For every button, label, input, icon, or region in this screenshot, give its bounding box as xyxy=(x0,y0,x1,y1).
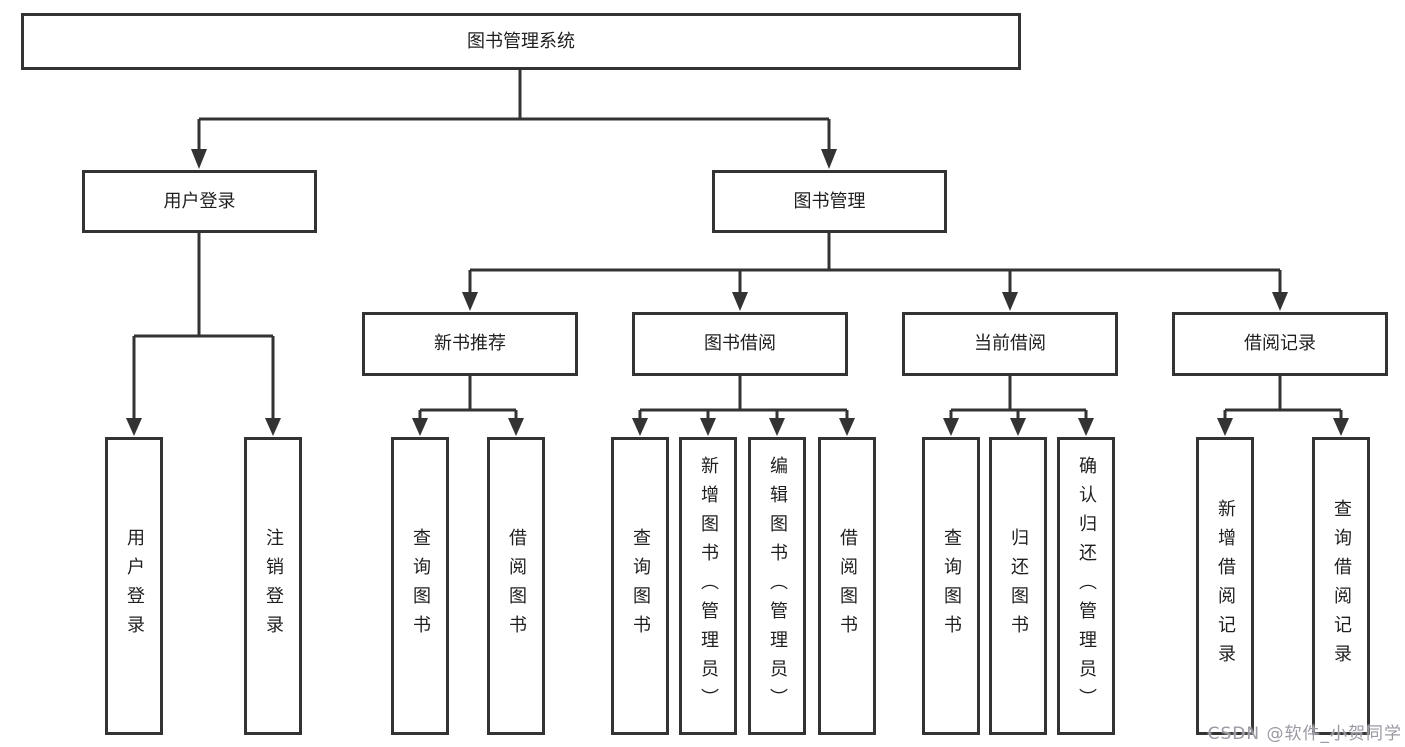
node-logout-leaf-label: 注销登录 xyxy=(263,528,284,644)
node-logout-leaf: 注销登录 xyxy=(244,437,302,735)
arrowhead xyxy=(1002,292,1018,311)
arrowhead xyxy=(1078,418,1094,436)
watermark: CSDN @软件_小贺同学 xyxy=(1207,724,1402,744)
node-cb-query: 查询图书 xyxy=(922,437,980,735)
node-cb-return: 归还图书 xyxy=(989,437,1047,735)
arrowhead xyxy=(700,418,716,436)
arrowhead xyxy=(508,418,524,436)
node-cb-confirm: 确认归还（管理员） xyxy=(1057,437,1115,735)
node-new-book-rec-label: 新书推荐 xyxy=(434,333,506,354)
arrowhead xyxy=(821,149,837,169)
arrowhead xyxy=(412,418,428,436)
node-bb-query: 查询图书 xyxy=(611,437,669,735)
node-cb-return-label: 归还图书 xyxy=(1008,528,1029,644)
node-bb-edit: 编辑图书（管理员） xyxy=(748,437,806,735)
node-nbr-query-label: 查询图书 xyxy=(410,528,431,644)
node-book-mgmt: 图书管理 xyxy=(712,170,947,233)
node-user-login: 用户登录 xyxy=(82,170,317,233)
node-book-mgmt-label: 图书管理 xyxy=(793,190,866,212)
node-nbr-query: 查询图书 xyxy=(391,437,449,735)
node-borrow-record: 借阅记录 xyxy=(1172,312,1388,376)
node-nbr-borrow-label: 借阅图书 xyxy=(506,528,527,644)
node-cb-query-label: 查询图书 xyxy=(941,528,962,644)
node-bb-query-label: 查询图书 xyxy=(630,528,651,644)
node-root-label: 图书管理系统 xyxy=(467,30,575,52)
arrowhead xyxy=(126,418,142,436)
node-cb-confirm-label: 确认归还（管理员） xyxy=(1076,455,1097,717)
node-current-borrow: 当前借阅 xyxy=(902,312,1118,376)
node-bb-borrow: 借阅图书 xyxy=(818,437,876,735)
node-nbr-borrow: 借阅图书 xyxy=(487,437,545,735)
node-user-login-leaf-label: 用户登录 xyxy=(124,528,145,644)
arrowhead xyxy=(1217,418,1233,436)
arrowhead xyxy=(839,418,855,436)
node-br-query-label: 查询借阅记录 xyxy=(1331,499,1352,673)
arrowhead xyxy=(943,418,959,436)
node-new-book-rec: 新书推荐 xyxy=(362,312,578,376)
node-user-login-label: 用户登录 xyxy=(163,190,236,212)
arrowhead xyxy=(1272,292,1288,311)
arrowhead xyxy=(1010,418,1026,436)
edge-book-borrow-children xyxy=(632,376,855,436)
node-root: 图书管理系统 xyxy=(21,13,1021,70)
arrowhead xyxy=(632,418,648,436)
node-borrow-record-label: 借阅记录 xyxy=(1244,333,1316,354)
node-user-login-leaf: 用户登录 xyxy=(105,437,163,735)
arrowhead xyxy=(265,418,281,436)
edge-root-children xyxy=(191,70,837,169)
node-book-borrow-label: 图书借阅 xyxy=(704,333,776,354)
node-br-add-label: 新增借阅记录 xyxy=(1215,499,1236,673)
edge-current-borrow-children xyxy=(943,376,1094,436)
edge-user-login-children xyxy=(126,233,281,436)
arrowhead xyxy=(769,418,785,436)
node-bb-borrow-label: 借阅图书 xyxy=(837,528,858,644)
arrowhead xyxy=(1333,418,1349,436)
edge-new-book-rec-children xyxy=(412,376,524,436)
arrowhead xyxy=(191,149,207,169)
arrowhead xyxy=(462,292,478,311)
node-book-borrow: 图书借阅 xyxy=(632,312,848,376)
node-br-query: 查询借阅记录 xyxy=(1312,437,1370,735)
node-br-add: 新增借阅记录 xyxy=(1196,437,1254,735)
edge-borrow-record-children xyxy=(1217,376,1349,436)
node-current-borrow-label: 当前借阅 xyxy=(974,333,1046,354)
node-bb-edit-label: 编辑图书（管理员） xyxy=(767,455,788,717)
node-bb-add-label: 新增图书（管理员） xyxy=(698,455,719,717)
edge-book-mgmt-children xyxy=(462,233,1288,311)
arrowhead xyxy=(732,292,748,311)
node-bb-add: 新增图书（管理员） xyxy=(679,437,737,735)
